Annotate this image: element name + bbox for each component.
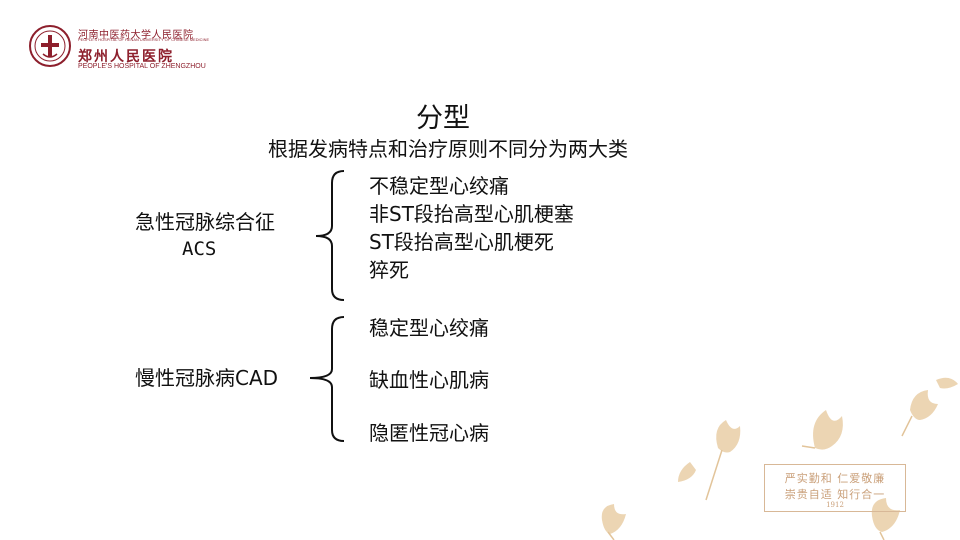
motto-year: 1912 [826,501,844,509]
list-item: ST段抬高型心肌梗死 [369,230,554,254]
list-item: 缺血性心肌病 [369,368,489,392]
group-cad-label: 慢性冠脉病CAD [135,366,279,390]
hospital-name-en: PEOPLE'S HOSPITAL OF ZHENGZHOU [78,63,206,70]
list-item: 不稳定型心绞痛 [369,174,509,198]
list-item: 非ST段抬高型心肌梗塞 [369,202,574,226]
ginkgo-leaf-icon [716,420,741,453]
bracket-cad [309,316,345,442]
list-item: 隐匿性冠心病 [369,421,489,445]
slide-subtitle: 根据发病特点和治疗原则不同分为两大类 [268,137,628,161]
list-item: 猝死 [369,258,409,282]
hospital-name-cn: 河南中医药大学人民医院 [78,30,194,41]
group-acs-abbrev: ACS [182,238,217,260]
hospital-name-en-small: PEOPLE'S HOSPITAL OF HENAN UNIVERSITY OF… [78,38,210,42]
motto-line-2: 崇贵自适 知行合一 [784,488,886,501]
hospital-name-cn-big: 郑州人民医院 [78,49,174,65]
list-item: 稳定型心绞痛 [369,316,489,340]
ginkgo-leaf-icon [678,462,696,482]
hospital-motto: 严实勤和 仁爱敬廉 崇贵自适 知行合一 1912 [764,464,906,512]
ginkgo-leaf-icon [601,504,626,534]
ginkgo-leaf-icon [871,498,900,532]
group-acs-label: 急性冠脉综合征 [135,210,275,234]
bracket-acs [315,170,345,301]
ginkgo-leaves-decoration [601,377,958,540]
hospital-seal-icon [29,25,71,67]
hospital-logo: 河南中医药大学人民医院 PEOPLE'S HOSPITAL OF HENAN U… [28,20,210,70]
ginkgo-leaf-icon [910,390,938,420]
ginkgo-leaf-icon [936,377,958,389]
ginkgo-leaf-icon [813,410,843,450]
motto-line-1: 严实勤和 仁爱敬廉 [784,472,886,485]
slide-title: 分型 [416,103,470,134]
